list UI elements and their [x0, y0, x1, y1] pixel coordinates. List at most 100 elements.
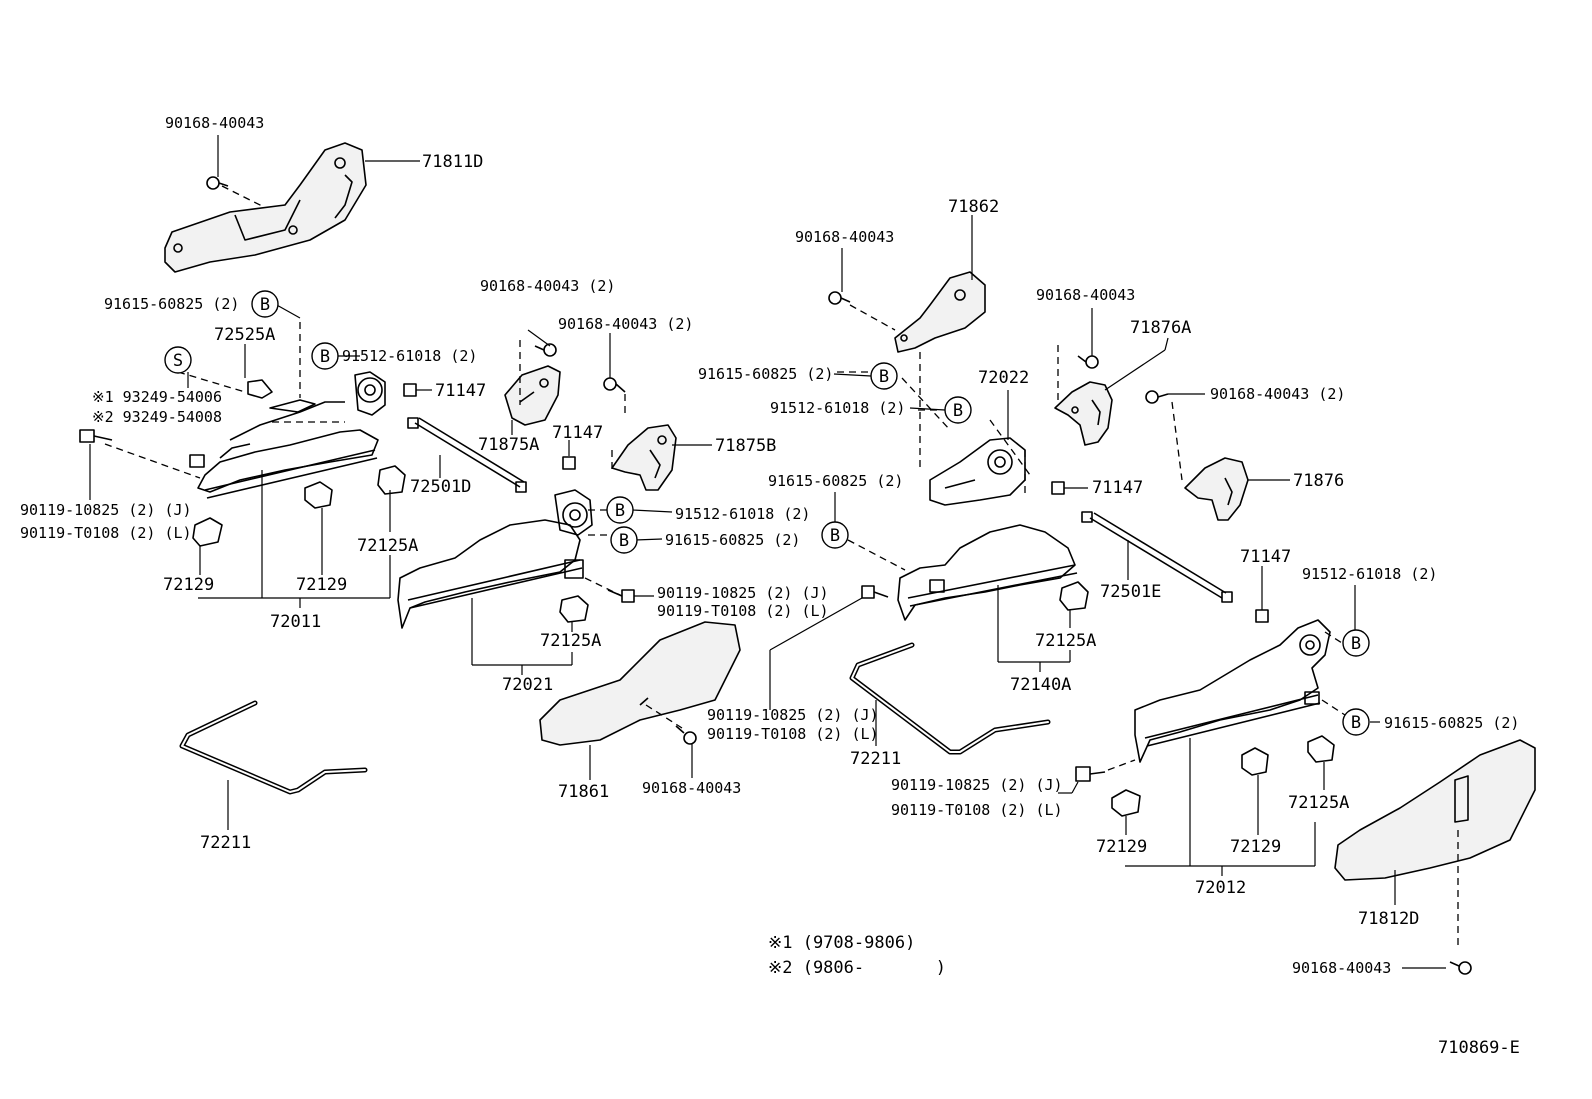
circle-b-1: B: [251, 290, 279, 318]
circle-b-2-letter: B: [320, 347, 330, 367]
label-93249-54008: ※2 93249-54008: [92, 408, 222, 426]
screw-90168-e: [828, 291, 851, 305]
label-93249-54006: ※1 93249-54006: [92, 388, 222, 406]
cover-71876: [1184, 457, 1249, 521]
circle-s-1-letter: S: [173, 351, 183, 371]
nut-71147-a: [403, 383, 417, 397]
label-71875a: 71875A: [478, 435, 539, 455]
label-91615-60825-e: 91615-60825 (2): [1384, 714, 1519, 732]
label-72129-c: 72129: [1096, 837, 1147, 857]
screw-90168-d: [675, 725, 697, 745]
bracket-72125a-a: [377, 465, 406, 495]
screw-90168-g: [1145, 390, 1169, 404]
seat-track-72140a: [897, 524, 1078, 621]
circle-b-3: B: [606, 496, 634, 524]
footnote-2: ※2 (9806- ): [768, 958, 946, 978]
diagram-id: 710869-E: [1438, 1038, 1520, 1058]
footnote-1: ※1 (9708-9806): [768, 933, 915, 953]
clip-72129-c: [1111, 789, 1141, 817]
circle-b-5: B: [870, 362, 898, 390]
label-72501e: 72501E: [1100, 582, 1161, 602]
label-90168-40043-c: 90168-40043 (2): [558, 315, 693, 333]
label-90119-t0108-c: 90119-T0108 (2) (L): [707, 725, 879, 743]
label-72501d: 72501D: [410, 477, 471, 497]
label-90119-10825-a: 90119-10825 (2) (J): [20, 501, 192, 519]
circle-b-9-letter: B: [1351, 713, 1361, 733]
clip-72129-a: [192, 517, 223, 547]
label-72011: 72011: [270, 612, 321, 632]
bolt-90119-c: [861, 585, 889, 599]
circle-b-6: B: [944, 396, 972, 424]
bolt-90119-a: [79, 429, 113, 443]
circle-b-1-letter: B: [260, 295, 270, 315]
cover-71862: [894, 271, 986, 353]
label-71862: 71862: [948, 197, 999, 217]
cover-71811d: [164, 142, 367, 273]
label-90119-10825-c: 90119-10825 (2) (J): [707, 706, 879, 724]
circle-b-5-letter: B: [879, 367, 889, 387]
circle-b-2: B: [311, 342, 339, 370]
label-90119-t0108-b: 90119-T0108 (2) (L): [657, 602, 829, 620]
seat-track-72011: [189, 371, 386, 499]
label-71811d: 71811D: [422, 152, 483, 172]
label-90119-t0108-d: 90119-T0108 (2) (L): [891, 801, 1063, 819]
cover-71875b: [611, 424, 677, 491]
nut-71147-c: [1051, 481, 1065, 495]
circle-b-4: B: [610, 526, 638, 554]
label-90168-40043-g: 90168-40043 (2): [1210, 385, 1345, 403]
label-72125a-b: 72125A: [540, 631, 601, 651]
label-90168-40043-a: 90168-40043: [165, 114, 264, 132]
label-72021: 72021: [502, 675, 553, 695]
circle-b-8-letter: B: [1351, 634, 1361, 654]
label-91512-61018-c: 91512-61018 (2): [770, 399, 905, 417]
label-71812d: 71812D: [1358, 909, 1419, 929]
rod-72501d: [407, 417, 527, 493]
label-72012: 72012: [1195, 878, 1246, 898]
label-90119-10825-b: 90119-10825 (2) (J): [657, 584, 829, 602]
screw-90168-a: [206, 176, 229, 190]
label-90168-40043-h: 90168-40043: [1292, 959, 1391, 977]
cover-71812d: [1334, 739, 1536, 881]
label-71147-d: 71147: [1240, 547, 1291, 567]
label-71875b: 71875B: [715, 436, 776, 456]
label-71876: 71876: [1293, 471, 1344, 491]
label-72525a: 72525A: [214, 325, 275, 345]
seat-track-72012: [1134, 619, 1331, 763]
bolt-90119-d: [1075, 766, 1106, 782]
label-91512-61018-b: 91512-61018 (2): [675, 505, 810, 523]
label-91615-60825-d: 91615-60825 (2): [768, 472, 903, 490]
label-72129-b: 72129: [296, 575, 347, 595]
screw-90168-f: [1077, 355, 1099, 369]
label-72022: 72022: [978, 368, 1029, 388]
label-91512-61018-a: 91512-61018 (2): [342, 347, 477, 365]
nut-71147-b: [562, 456, 576, 470]
label-72125a-a: 72125A: [357, 536, 418, 556]
cover-71876a: [1054, 381, 1113, 446]
label-90168-40043-e: 90168-40043: [795, 228, 894, 246]
screw-90168-b: [534, 343, 557, 357]
label-71147-a: 71147: [435, 381, 486, 401]
circle-b-8: B: [1342, 629, 1370, 657]
label-90168-40043-d: 90168-40043: [642, 779, 741, 797]
cover-71861: [539, 621, 741, 746]
bar-72211-b: [849, 642, 1051, 755]
label-71876a: 71876A: [1130, 318, 1191, 338]
label-72140a: 72140A: [1010, 675, 1071, 695]
bar-72211-a: [179, 700, 368, 795]
bracket-72125a-b: [559, 595, 589, 623]
clip-72129-d: [1241, 747, 1269, 776]
seat-track-72021: [397, 489, 593, 629]
bracket-72125a-c: [1059, 581, 1089, 611]
rod-72501e: [1081, 511, 1233, 603]
label-90119-10825-d: 90119-10825 (2) (J): [891, 776, 1063, 794]
circle-b-7-letter: B: [830, 526, 840, 546]
label-90119-t0108-a: 90119-T0108 (2) (L): [20, 524, 192, 542]
circle-b-9: B: [1342, 708, 1370, 736]
label-72129-d: 72129: [1230, 837, 1281, 857]
bolt-90119-b: [607, 589, 635, 603]
circle-b-7: B: [821, 521, 849, 549]
bracket-72125a-d: [1307, 735, 1335, 763]
nut-71147-d: [1255, 609, 1269, 623]
label-71147-c: 71147: [1092, 478, 1143, 498]
